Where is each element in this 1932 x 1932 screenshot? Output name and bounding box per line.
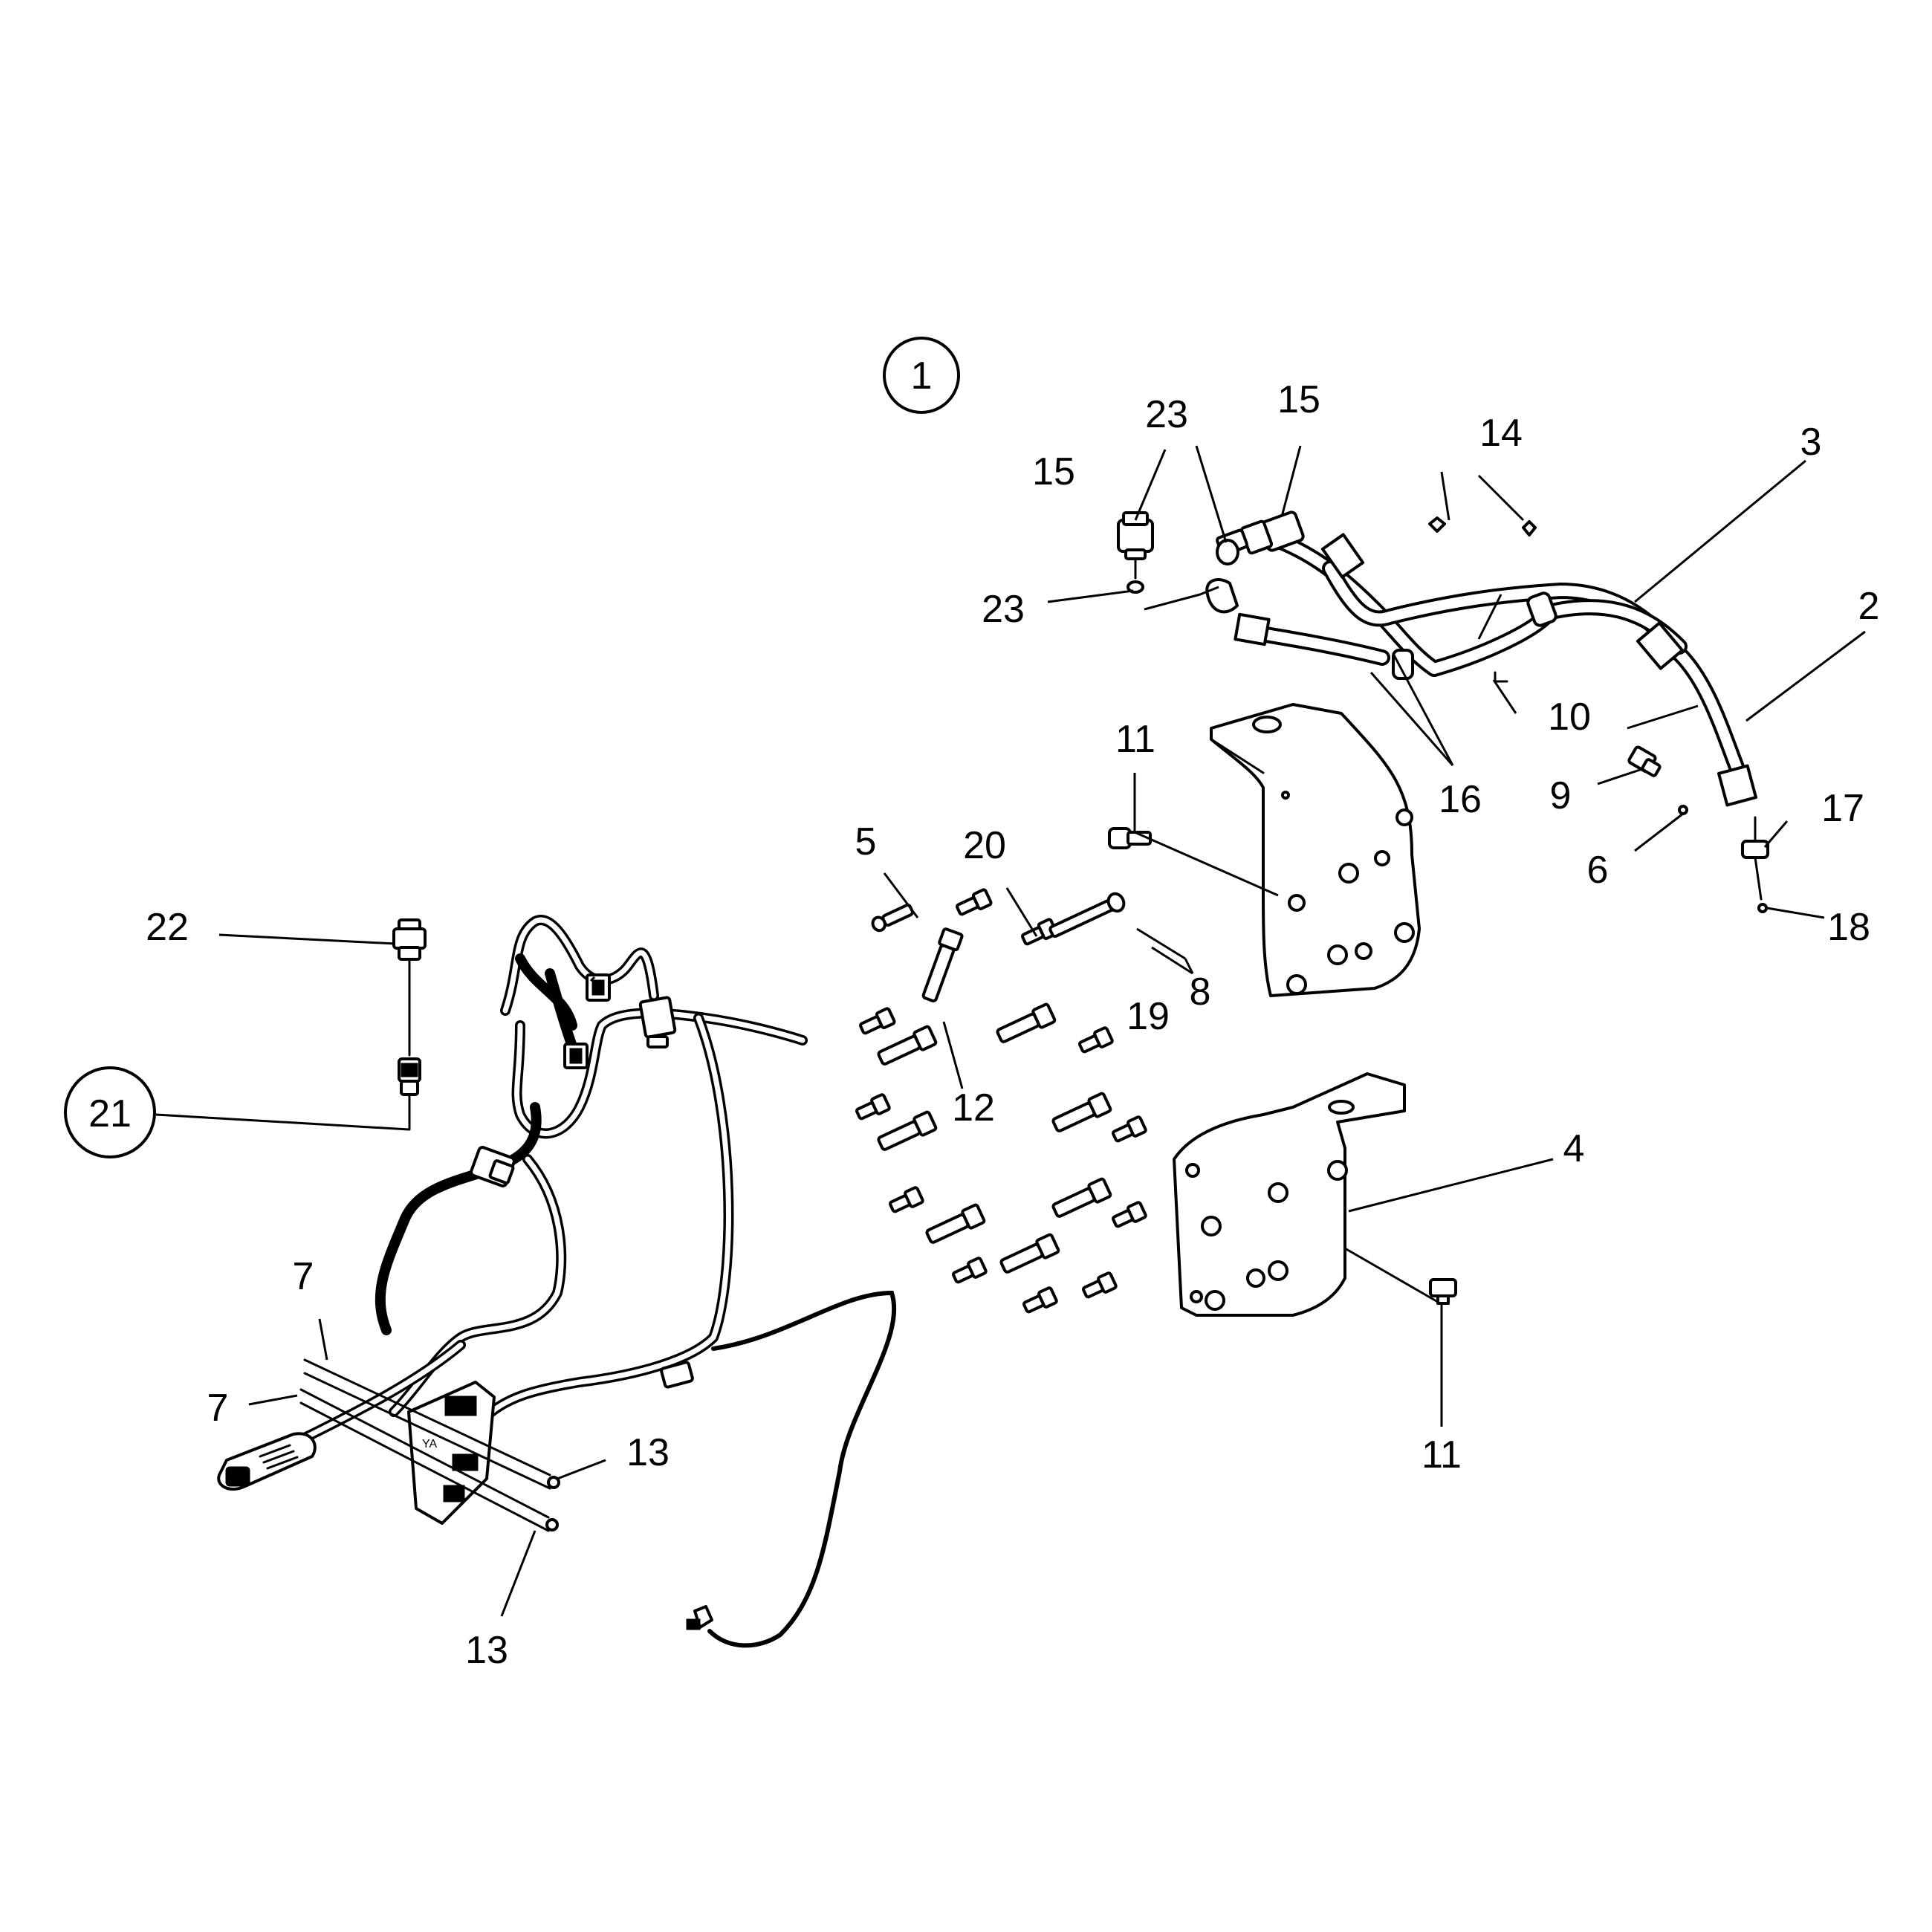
connector-mid <box>470 1146 516 1187</box>
wiring-harness <box>225 915 897 1648</box>
callout-23a: 23 <box>1145 393 1188 436</box>
o-ring-upper <box>1216 539 1239 565</box>
bolt-cluster <box>855 888 1147 1314</box>
connector-top-left <box>563 1043 589 1069</box>
callout-1-label: 1 <box>911 354 933 398</box>
callout-18: 18 <box>1827 906 1870 949</box>
callout-15b: 15 <box>1277 378 1320 421</box>
callout-14: 14 <box>1479 412 1523 455</box>
callout-17: 17 <box>1821 787 1864 830</box>
callout-9: 9 <box>1550 774 1572 817</box>
callout-16: 16 <box>1439 778 1482 821</box>
callout-7a: 7 <box>293 1255 314 1298</box>
callout-12: 12 <box>952 1086 995 1129</box>
mounting-plate-lower <box>1173 1072 1406 1317</box>
connector-top-right <box>638 996 677 1048</box>
callout-19: 19 <box>1127 995 1170 1038</box>
callout-21: 21 <box>64 1066 156 1158</box>
bracket-clip <box>1494 671 1508 683</box>
callout-7b: 7 <box>207 1387 229 1430</box>
callout-20: 20 <box>963 824 1006 867</box>
relay-block: YA <box>407 1381 496 1525</box>
fitting-left <box>1117 511 1154 594</box>
bolt-upper <box>1108 827 1152 849</box>
callout-22: 22 <box>146 906 189 949</box>
fitting-18 <box>1757 903 1768 913</box>
callout-5: 5 <box>855 820 877 863</box>
callout-21-label: 21 <box>88 1092 132 1135</box>
callout-4: 4 <box>1563 1127 1585 1170</box>
clip-left <box>1428 516 1446 533</box>
callout-3: 3 <box>1800 421 1822 464</box>
callout-13a: 13 <box>626 1431 670 1474</box>
callout-13b: 13 <box>465 1629 508 1672</box>
callout-6: 6 <box>1587 849 1609 892</box>
callout-2: 2 <box>1858 585 1880 628</box>
fitting-6 <box>1678 805 1688 815</box>
ground-terminal <box>686 1605 713 1630</box>
callout-15a: 15 <box>1032 450 1075 493</box>
bolt-lower <box>1429 1278 1457 1305</box>
callout-11a: 11 <box>1115 718 1155 761</box>
connector-top-middle <box>586 973 611 1002</box>
callout-1: 1 <box>883 337 960 414</box>
fitting-upper <box>1216 510 1305 557</box>
main-connector <box>217 1432 317 1491</box>
elbow-fitting <box>1205 578 1239 614</box>
fitting-9 <box>1627 745 1662 777</box>
leader-lines <box>155 445 1866 1617</box>
svg-text:YA: YA <box>422 1438 437 1450</box>
sensor-switch <box>392 918 427 1131</box>
bar-upper <box>303 1358 560 1490</box>
clip-right <box>1522 520 1537 537</box>
bar-lower <box>299 1388 559 1532</box>
callout-8: 8 <box>1190 970 1211 1014</box>
hydraulic-hose-assembly <box>1234 527 1758 807</box>
callout-11b: 11 <box>1422 1433 1462 1476</box>
callout-10: 10 <box>1548 696 1591 739</box>
fitting-17 <box>1741 816 1769 901</box>
mounting-plate-upper <box>1210 703 1421 997</box>
callout-23b: 23 <box>982 588 1025 631</box>
